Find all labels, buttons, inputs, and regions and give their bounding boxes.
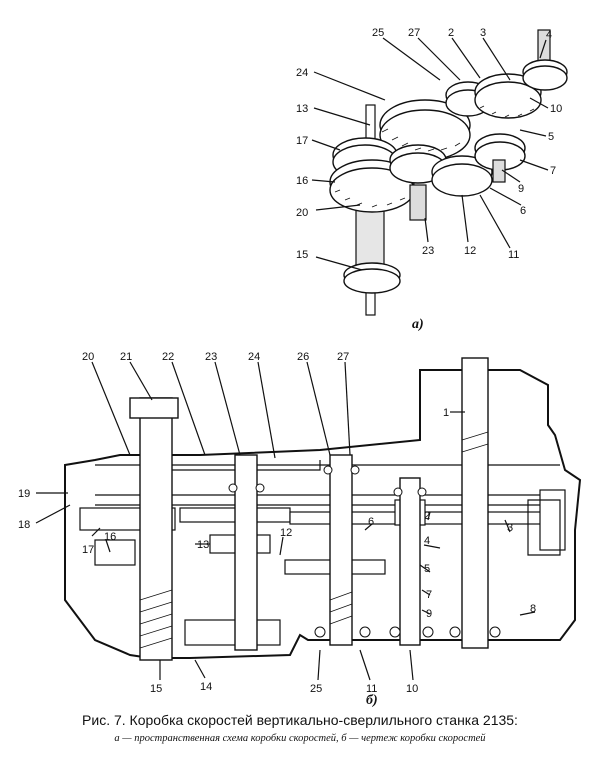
- label-b-10: 10: [406, 683, 418, 695]
- label-a-23: 23: [422, 245, 434, 257]
- figure-caption-title: Рис. 7. Коробка скоростей вертикально-св…: [82, 712, 518, 728]
- label-b-4: 4: [424, 535, 430, 547]
- label-b-11: 11: [366, 683, 377, 695]
- label-a-9: 9: [518, 183, 524, 195]
- label-b-1: 1: [443, 407, 449, 419]
- label-b-7: 7: [426, 589, 432, 601]
- label-a-12: 12: [464, 245, 476, 257]
- label-b-25: 25: [310, 683, 322, 695]
- label-b-5: 5: [424, 563, 430, 575]
- subfigure-label-b: б): [366, 693, 378, 708]
- label-a-17: 17: [296, 135, 308, 147]
- label-a-13: 13: [296, 103, 308, 115]
- label-b-21: 21: [120, 351, 132, 363]
- figure-caption-legend: а — пространственная схема коробки скоро…: [114, 733, 486, 744]
- label-b-3: 3: [507, 522, 513, 534]
- label-b-8: 8: [530, 603, 536, 615]
- label-b-17: 17: [82, 544, 94, 556]
- label-b-26: 26: [297, 351, 309, 363]
- label-b-16: 16: [104, 531, 116, 543]
- label-b-15: 15: [150, 683, 162, 695]
- label-a-16: 16: [296, 175, 308, 187]
- label-b-14: 14: [200, 681, 212, 693]
- label-b-24: 24: [248, 351, 260, 363]
- label-b-9: 9: [426, 608, 432, 620]
- figure-a-scheme: 4 25 27 2 3 24 10 13 5 17 7 9 16 6 20 23…: [296, 27, 568, 332]
- subfigure-label-a: а): [412, 317, 424, 332]
- label-a-7: 7: [550, 165, 556, 177]
- label-a-15: 15: [296, 249, 308, 261]
- label-a-11: 11: [508, 249, 519, 261]
- label-a-3: 3: [480, 27, 486, 39]
- label-b-27: 27: [337, 351, 349, 363]
- label-b-12: 12: [280, 527, 292, 539]
- label-a-2: 2: [448, 27, 454, 39]
- label-b-6: 6: [368, 516, 374, 528]
- label-a-25: 25: [372, 27, 384, 39]
- label-b-18: 18: [18, 519, 30, 531]
- figure-a-labels: 4 25 27 2 3 24 10 13 5 17 7 9 16 6 20 23…: [296, 27, 562, 261]
- figure-b-labels: 20 21 22 23 24 26 27 1 19 18 17 16 13 12…: [18, 351, 536, 695]
- label-a-10: 10: [550, 103, 562, 115]
- label-b-22: 22: [162, 351, 174, 363]
- label-b-23: 23: [205, 351, 217, 363]
- label-b-19: 19: [18, 488, 30, 500]
- figure-b-drawing: 20 21 22 23 24 26 27 1 19 18 17 16 13 12…: [18, 351, 582, 708]
- label-b-13: 13: [197, 539, 209, 551]
- label-a-6: 6: [520, 205, 526, 217]
- label-a-24: 24: [296, 67, 308, 79]
- label-a-20: 20: [296, 207, 308, 219]
- label-b-2: 2: [424, 510, 430, 522]
- label-b-20: 20: [82, 351, 94, 363]
- label-a-4: 4: [546, 29, 552, 41]
- label-a-27: 27: [408, 27, 420, 39]
- label-a-5: 5: [548, 131, 554, 143]
